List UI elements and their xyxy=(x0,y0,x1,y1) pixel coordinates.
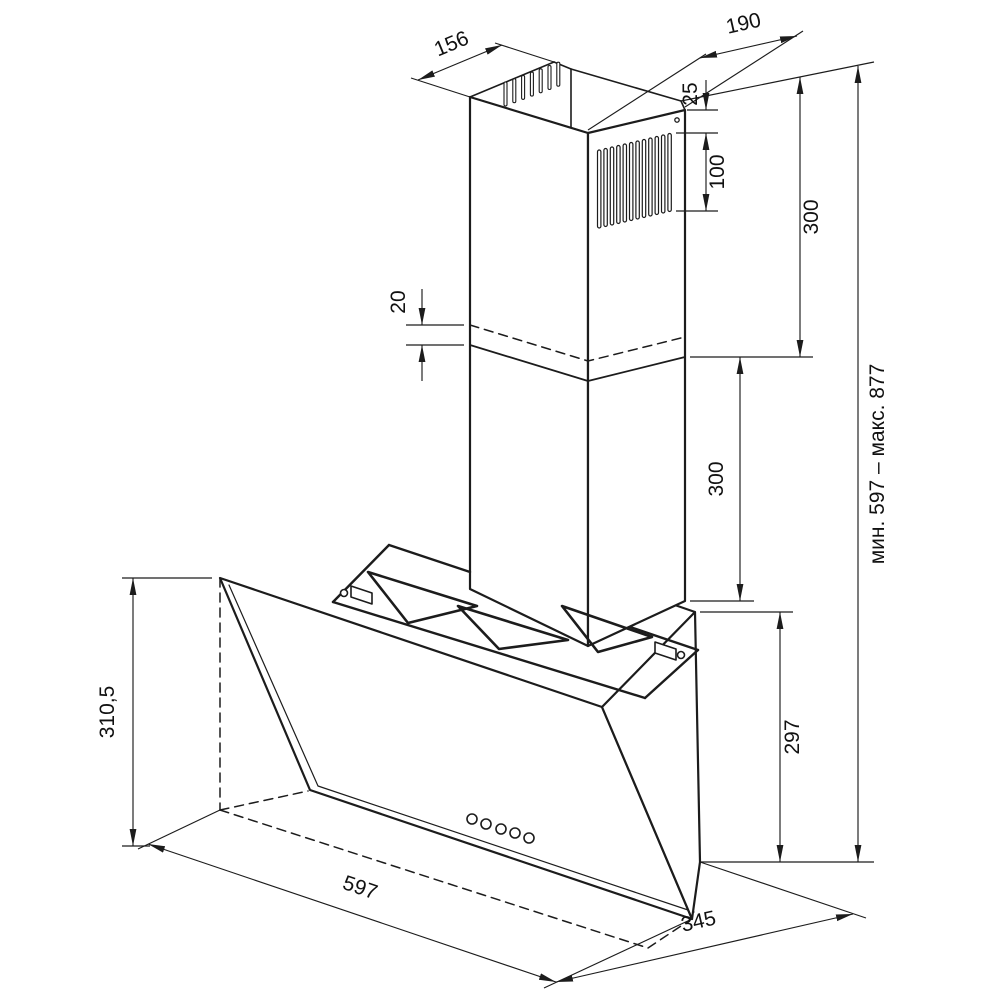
chimney-duct xyxy=(468,61,687,648)
slot xyxy=(654,135,660,216)
dim-body-height xyxy=(700,611,793,862)
top-left-rim xyxy=(469,61,555,98)
dim-label-overlap: 20 xyxy=(387,290,410,313)
bottom-left-edge xyxy=(219,790,309,811)
dim-body-depth xyxy=(555,861,867,983)
slot xyxy=(609,146,615,226)
dim-label-front-height: 310,5 xyxy=(96,686,119,739)
triangle-cutout xyxy=(560,604,654,654)
vent-slots-top xyxy=(503,61,561,107)
chimney-top-opening xyxy=(469,61,686,128)
clamp-screw xyxy=(339,588,349,598)
control-buttons xyxy=(466,813,535,844)
triangle-cutout xyxy=(366,570,479,625)
dim-vent-offsets xyxy=(676,80,718,212)
control-button xyxy=(466,813,478,825)
control-button xyxy=(509,827,521,839)
dim-chimney-top-depth xyxy=(410,42,555,98)
dim-label-height-range: мин. 597 – макс. 877 xyxy=(866,364,889,565)
dim-height-range xyxy=(680,61,875,863)
slot xyxy=(667,132,672,213)
dim-label-vent-top-offset: 25 xyxy=(679,82,702,105)
slot xyxy=(556,61,561,87)
glass-edge-inner-line xyxy=(228,584,695,913)
rim-connector xyxy=(680,100,686,111)
clamp-bracket-left xyxy=(339,585,373,605)
control-button xyxy=(495,823,507,835)
dim-label-vent-height: 100 xyxy=(706,154,729,189)
dim-chimney-top-width xyxy=(587,30,804,131)
back-right-rim xyxy=(570,68,682,102)
dim-label-body-width: 597 xyxy=(340,871,381,904)
telescopic-joint xyxy=(469,324,686,382)
slot xyxy=(648,137,653,217)
dim-label-chimney-top-depth: 156 xyxy=(431,27,472,62)
slot xyxy=(529,71,534,97)
mounting-plate xyxy=(331,543,700,700)
dim-label-chimney-top-width: 190 xyxy=(724,9,763,39)
slot xyxy=(512,78,517,104)
clamp-plate xyxy=(654,641,677,661)
clamp-screw xyxy=(676,650,686,660)
plate-back-left-edge xyxy=(387,543,472,574)
control-button xyxy=(523,832,535,844)
joint-edge-solid xyxy=(469,344,686,382)
plate-back-right-edge xyxy=(628,625,700,652)
slot xyxy=(547,64,552,91)
chimney-left-face xyxy=(468,95,590,648)
chimney-right-face xyxy=(586,108,687,648)
triangle-cutout xyxy=(456,604,570,651)
plate-front-edge xyxy=(331,600,647,700)
vent-slots-right xyxy=(596,132,672,229)
slot xyxy=(521,74,526,100)
dim-lower-duct xyxy=(690,357,754,602)
dim-label-body-height: 297 xyxy=(781,719,804,754)
slot xyxy=(660,134,666,214)
plate-right-edge xyxy=(643,648,700,700)
dim-upper-duct xyxy=(690,77,813,358)
slot xyxy=(538,68,543,94)
slot xyxy=(628,141,634,222)
dim-label-upper-duct: 300 xyxy=(800,199,823,234)
slot xyxy=(635,140,640,220)
screw-hole xyxy=(674,117,680,123)
slot xyxy=(616,144,621,225)
slot xyxy=(641,138,647,219)
slot xyxy=(622,143,628,223)
hood-body xyxy=(218,576,702,949)
dim-label-lower-duct: 300 xyxy=(705,461,728,496)
dimensions xyxy=(122,30,875,989)
slot xyxy=(603,147,608,228)
control-button xyxy=(480,818,492,830)
dim-front-height xyxy=(122,577,212,847)
joint-edge-hidden xyxy=(469,324,686,362)
clamp-plate xyxy=(350,585,373,605)
dim-overlap xyxy=(406,289,464,381)
slot xyxy=(596,149,602,229)
clamp-bracket-right xyxy=(654,641,686,661)
slot xyxy=(503,81,508,107)
